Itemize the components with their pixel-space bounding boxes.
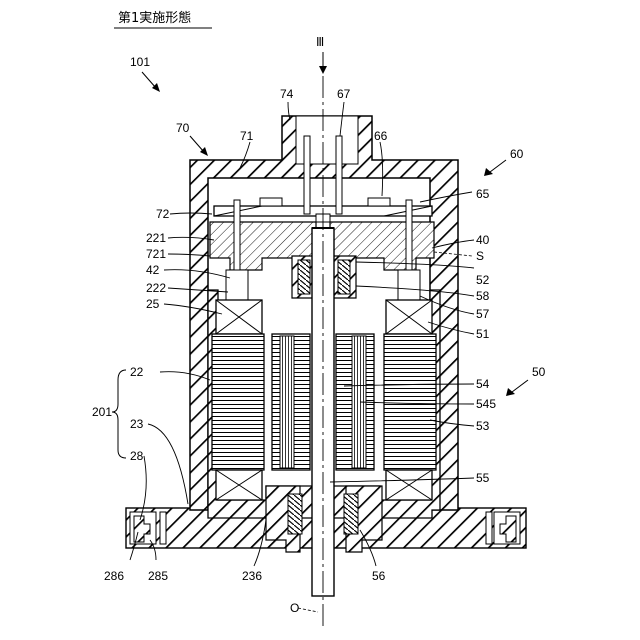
label-286: 286 (104, 569, 124, 583)
section-mark: Ⅲ (316, 35, 324, 49)
label-55: 55 (476, 471, 490, 485)
label-23: 23 (130, 417, 144, 431)
label-66: 66 (374, 129, 388, 143)
label-57: 57 (476, 307, 490, 321)
ref-60: 60 (510, 147, 524, 161)
label-221: 221 (146, 231, 166, 245)
label-54: 54 (476, 377, 490, 391)
label-42: 42 (146, 263, 160, 277)
label-222: 222 (146, 281, 166, 295)
label-67: 67 (337, 87, 351, 101)
label-53: 53 (476, 419, 490, 433)
label-22: 22 (130, 365, 144, 379)
label-25: 25 (146, 297, 160, 311)
section-arrow-head (319, 66, 327, 74)
label-51: 51 (476, 327, 490, 341)
figure-title: 第1実施形態 (118, 10, 191, 26)
label-72: 72 (156, 207, 170, 221)
label-58: 58 (476, 289, 490, 303)
label-65: 65 (476, 187, 490, 201)
label-74: 74 (280, 87, 294, 101)
label-40: 40 (476, 233, 490, 247)
label-71: 71 (240, 129, 254, 143)
label-56: 56 (372, 569, 386, 583)
label-28: 28 (130, 449, 144, 463)
label-S: S (476, 249, 484, 263)
ref-70: 70 (176, 121, 190, 135)
ref-50: 50 (532, 365, 546, 379)
label-236: 236 (242, 569, 262, 583)
axis-label: O (290, 601, 299, 615)
label-545: 545 (476, 397, 496, 411)
label-285: 285 (148, 569, 168, 583)
label-721: 721 (146, 247, 166, 261)
label-52: 52 (476, 273, 490, 287)
ref-201: 201 (92, 405, 112, 419)
ref-101: 101 (130, 55, 150, 69)
